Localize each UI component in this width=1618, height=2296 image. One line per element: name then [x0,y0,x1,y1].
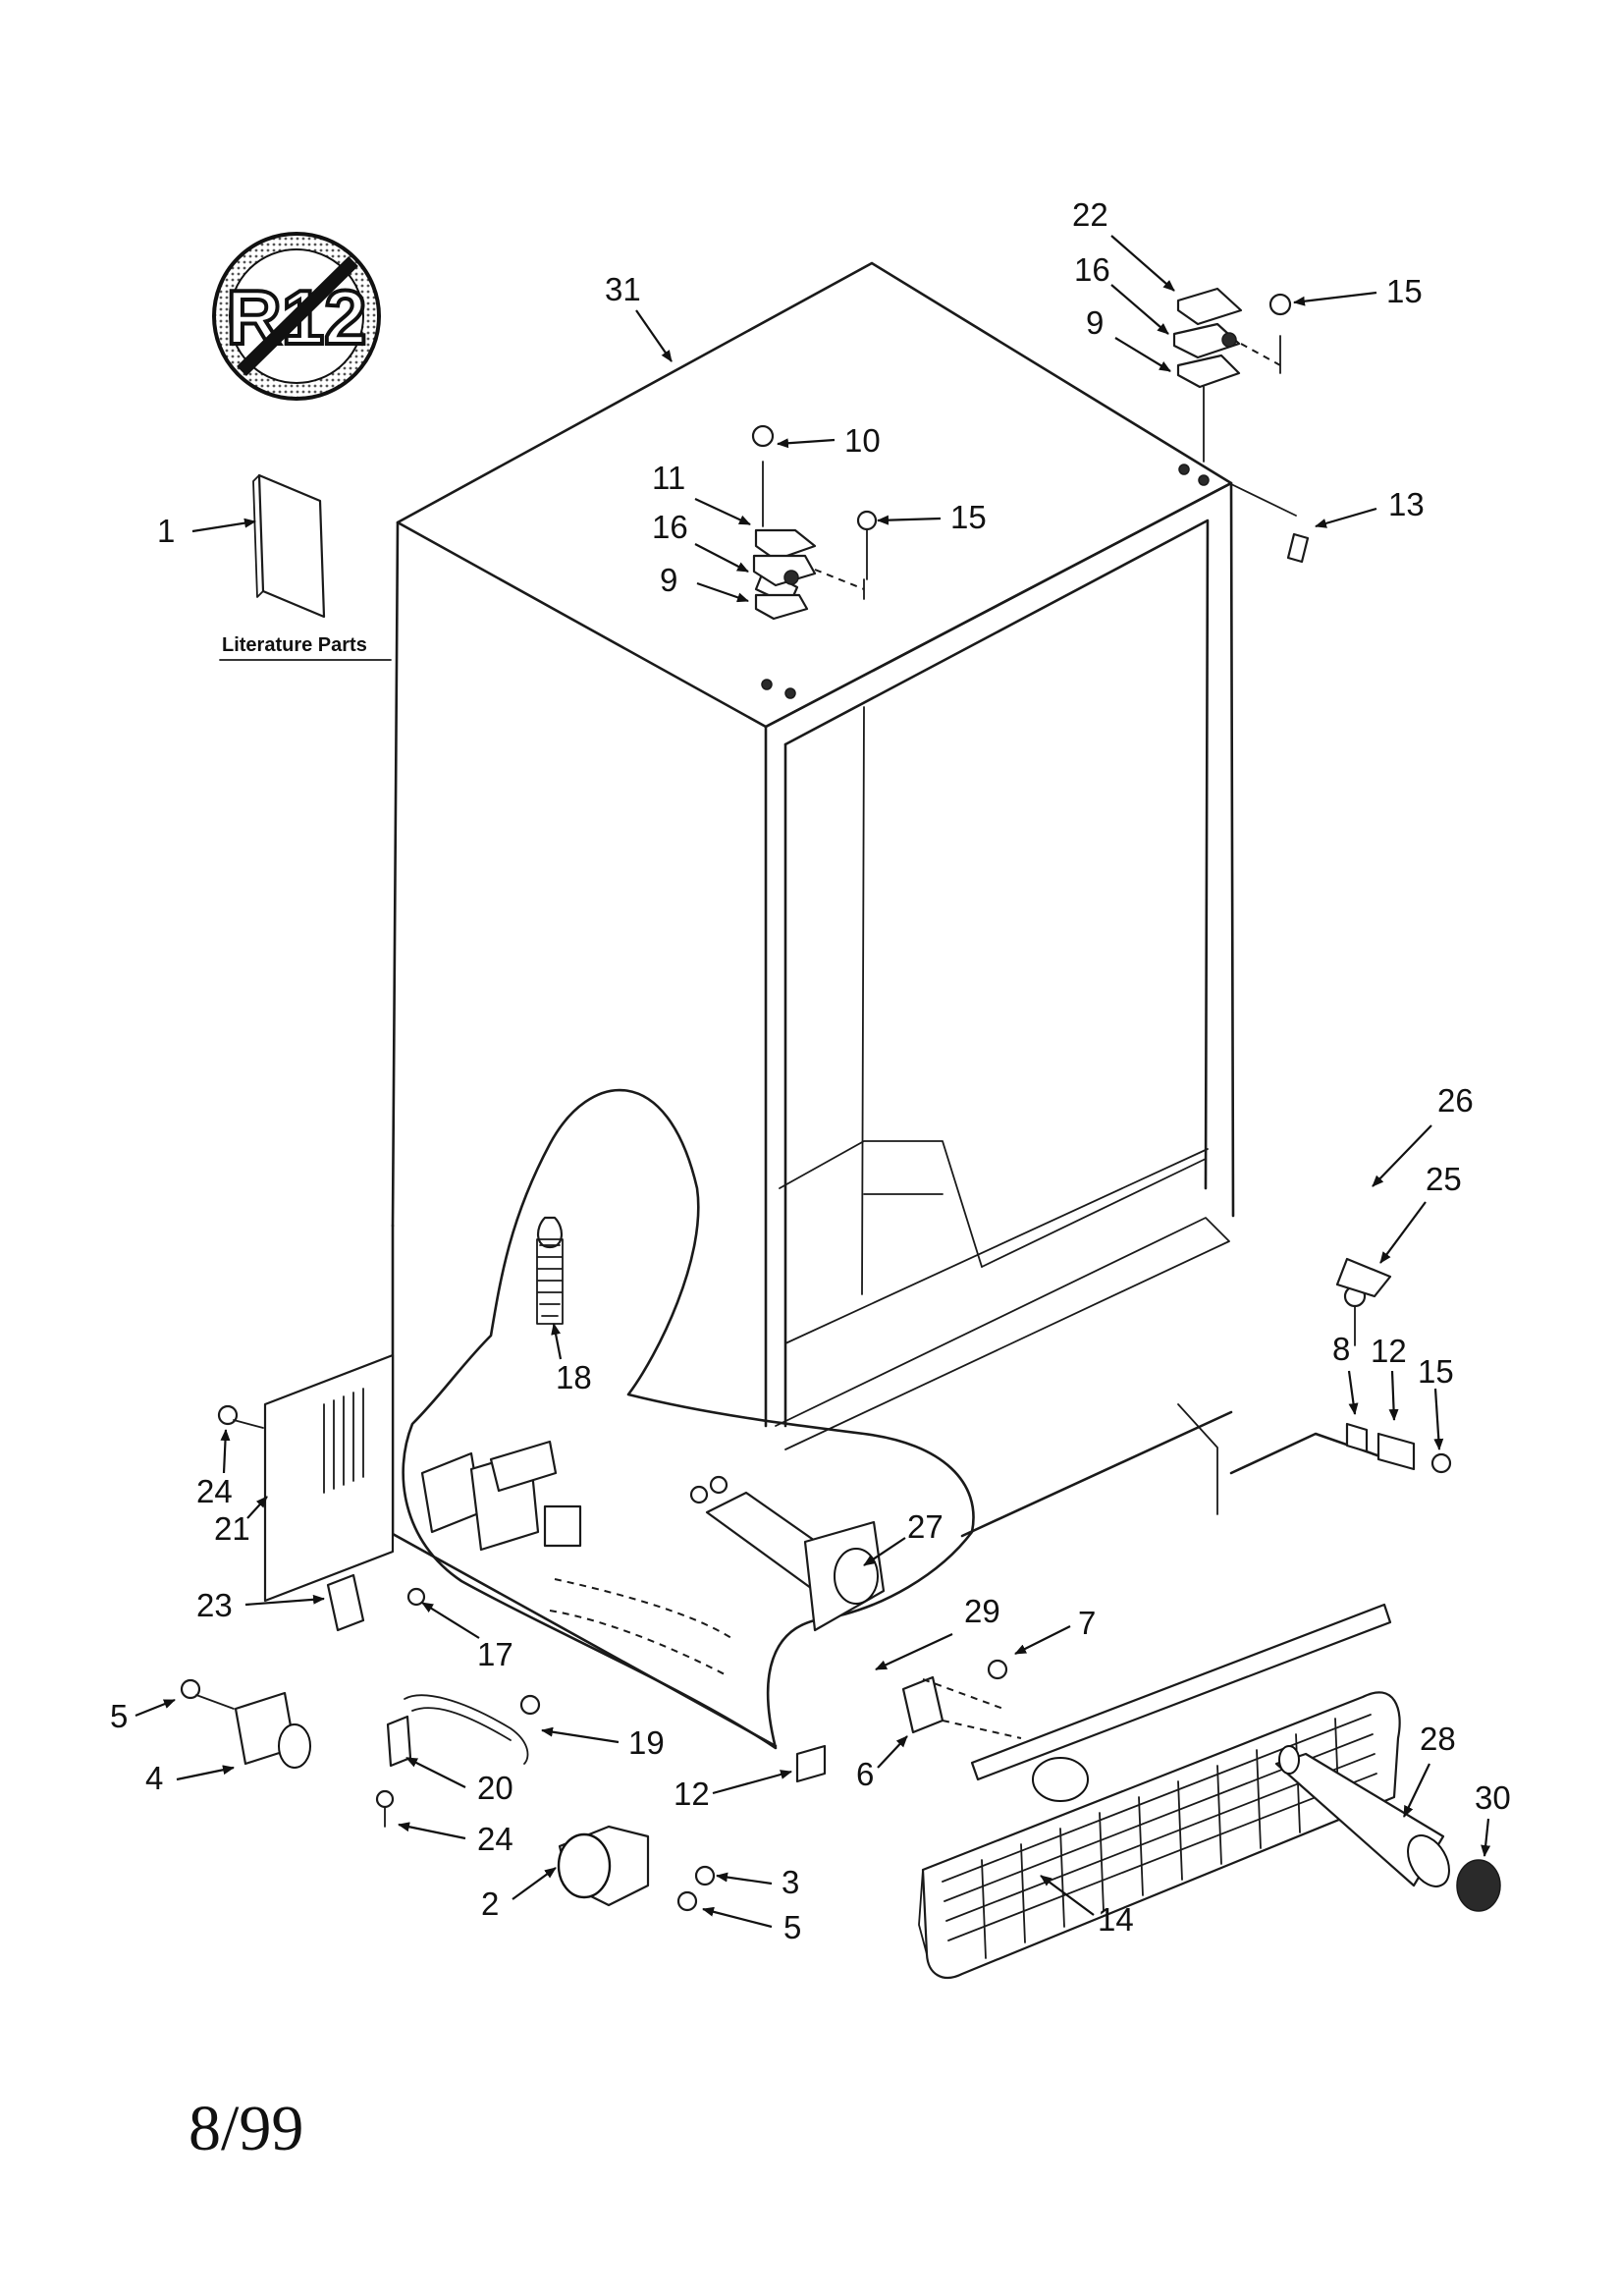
callout-11: 11 [652,460,685,496]
literature-booklet: Literature Parts [219,473,392,661]
badge-text: R12 [226,274,366,360]
right-hinge [1172,287,1292,486]
callout-5b: 5 [783,1909,801,1945]
date-stamp: 8/99 [189,2093,304,2164]
callout-16a: 16 [652,509,688,545]
callout-21: 21 [214,1510,250,1547]
callout-10: 10 [844,422,881,459]
callout-15c: 15 [1418,1353,1454,1390]
callout-13: 13 [1388,486,1425,522]
callout-7: 7 [1078,1605,1096,1641]
callout-19: 19 [628,1724,665,1761]
callout-25: 25 [1426,1161,1462,1197]
center-hinge [751,424,865,699]
access-panel [263,1353,395,1603]
callout-28: 28 [1420,1721,1456,1757]
callout-20: 20 [477,1770,513,1806]
callout-17: 17 [477,1636,513,1672]
callout-12a: 12 [674,1776,710,1812]
heater-coil [536,1216,564,1325]
rollers-and-brackets [180,1404,1022,1912]
callout-27: 27 [907,1508,944,1545]
callout-2: 2 [481,1886,499,1922]
callout-26: 26 [1437,1082,1474,1119]
cutaway-region [402,1088,975,1750]
callout-24b: 24 [477,1821,513,1857]
callout-14: 14 [1098,1901,1134,1938]
callout-15a: 15 [950,499,987,535]
screws [856,510,1452,1474]
callout-9b: 9 [1086,304,1104,341]
callout-9a: 9 [660,562,677,598]
callout-8: 8 [1332,1331,1350,1367]
callout-24a: 24 [196,1473,233,1509]
callout-12b: 12 [1371,1333,1407,1369]
callout-16b: 16 [1074,251,1110,288]
callout-22: 22 [1072,196,1108,233]
callout-6: 6 [856,1756,874,1792]
refrigerator-cabinet [391,261,1396,1748]
callout-31: 31 [605,271,641,307]
water-filter [1274,1745,1501,1912]
callout-30: 30 [1475,1779,1511,1816]
callout-23: 23 [196,1587,233,1623]
no-r12-badge: R12 [212,232,381,401]
callout-3: 3 [782,1864,799,1900]
callout-29: 29 [964,1593,1000,1629]
drain-tube [689,1475,886,1632]
callout-1: 1 [157,513,175,549]
callout-5a: 5 [110,1698,128,1734]
literature-caption: Literature Parts [222,634,367,656]
callout-4: 4 [145,1760,163,1796]
callout-18: 18 [556,1359,592,1395]
callout-labels: 1 2 3 4 5 5 6 7 8 9 9 10 11 12 12 13 14 [110,196,1511,1945]
callout-15b: 15 [1386,273,1423,309]
